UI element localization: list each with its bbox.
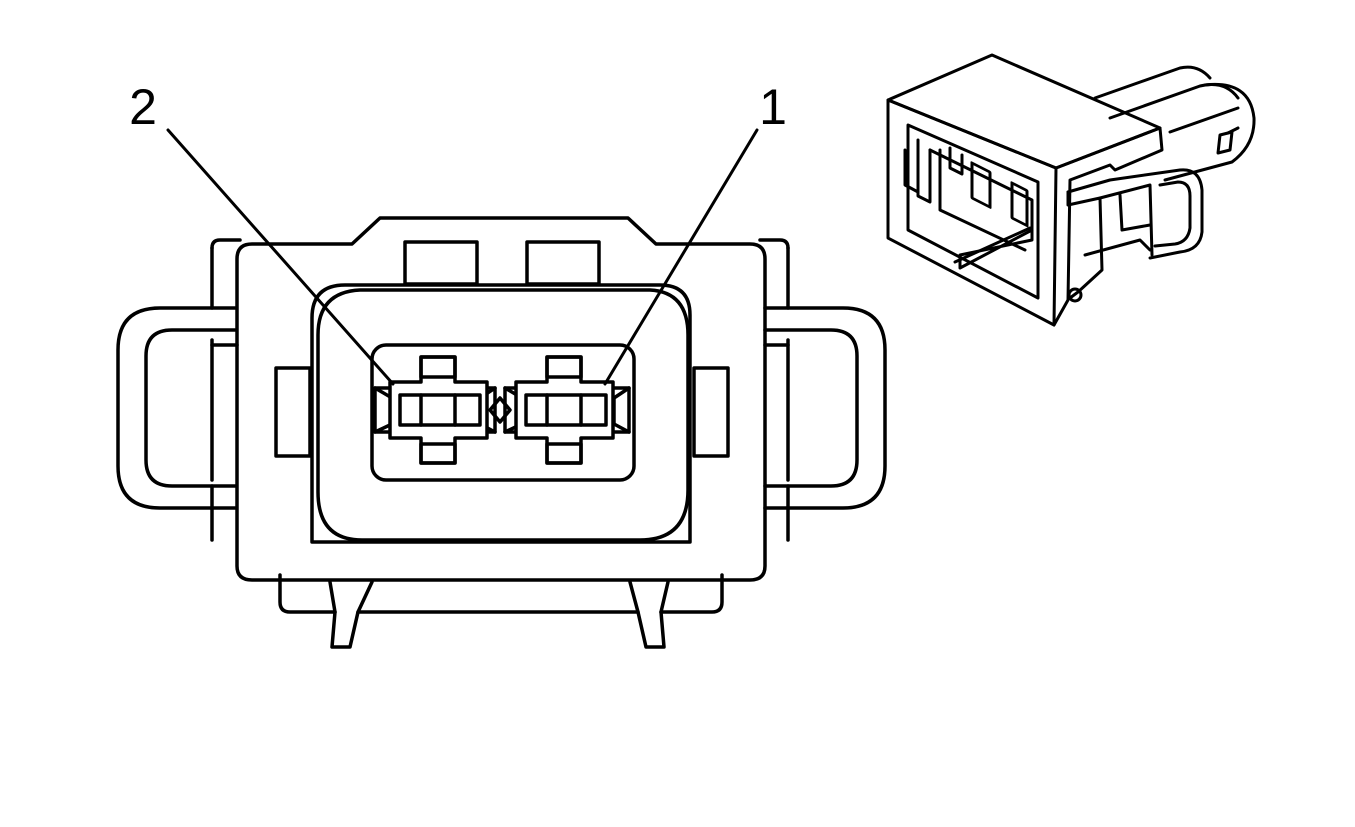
leader-line-pin-2	[166, 128, 395, 386]
connector-front-view	[116, 216, 887, 649]
connector-3d-wire	[1093, 65, 1256, 182]
pin-label-1: 1	[759, 79, 787, 135]
connector-housing	[235, 216, 767, 582]
pin-label-2: 2	[129, 79, 157, 135]
connector-side-ribs	[210, 343, 790, 458]
connector-3d-view	[886, 53, 1256, 327]
terminal-pin-2	[373, 355, 497, 465]
terminal-pin-1	[503, 355, 631, 465]
connector-3d-latch	[1066, 168, 1204, 303]
leader-lines	[166, 128, 759, 386]
terminal-divider	[488, 396, 512, 424]
connector-left-loop	[116, 238, 242, 542]
connector-3d-housing	[886, 53, 1164, 327]
connector-cavity-inner	[316, 288, 690, 542]
terminal-window	[370, 343, 636, 482]
leader-line-pin-1	[603, 128, 759, 386]
connector-top-keys	[403, 240, 601, 286]
connector-right-loop	[758, 238, 887, 542]
connector-cavity-outer	[310, 283, 692, 544]
connector-bottom-legs	[278, 573, 724, 649]
